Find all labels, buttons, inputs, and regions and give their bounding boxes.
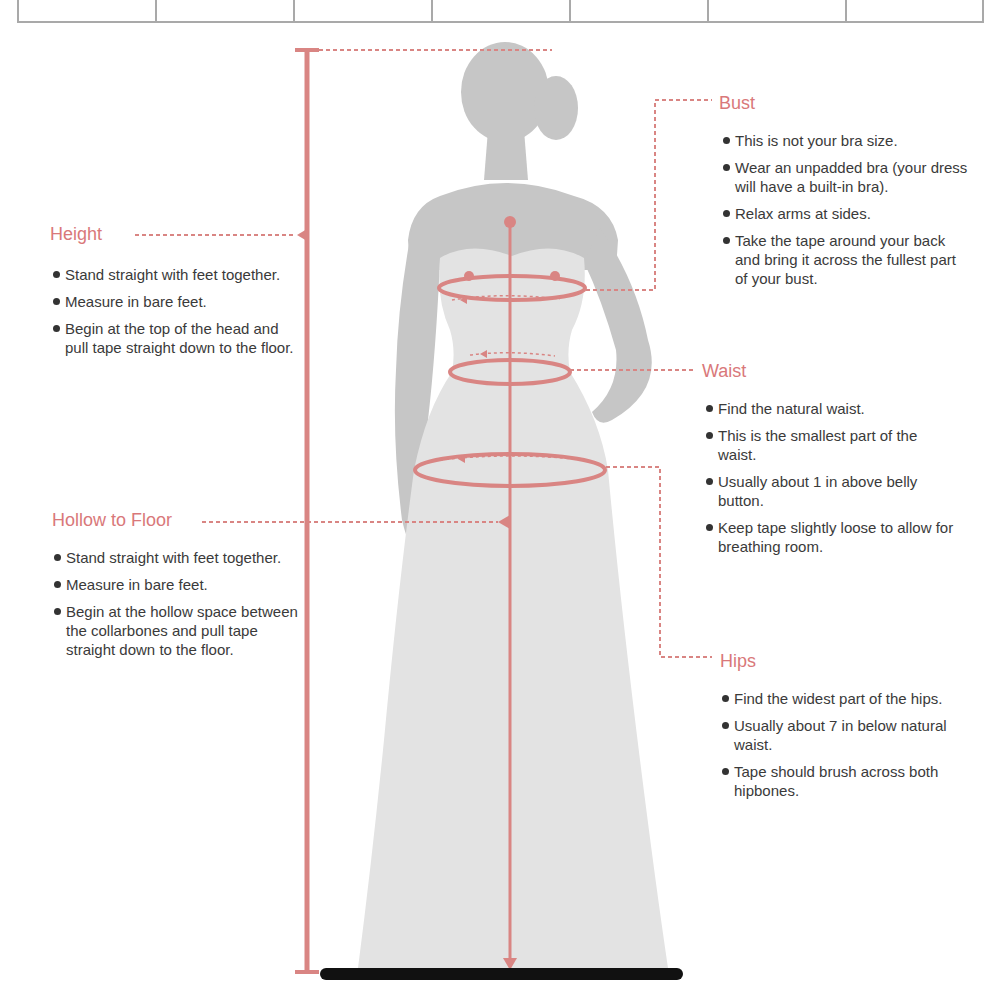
bullet-dot bbox=[722, 722, 729, 729]
instruction-text: Keep tape slightly loose to allow for br… bbox=[718, 518, 958, 556]
bullet-dot bbox=[53, 271, 60, 278]
bullet-dot bbox=[53, 298, 60, 305]
instruction-text: Tape should brush across both hipbones. bbox=[734, 762, 972, 800]
section-heading: Hips bbox=[720, 650, 756, 672]
bullet-dot bbox=[723, 210, 730, 217]
instruction-text: Take the tape around your back and bring… bbox=[735, 231, 970, 288]
measure-marks bbox=[297, 216, 560, 970]
instruction-text: Begin at the top of the head and pull ta… bbox=[65, 319, 303, 357]
floor-bar bbox=[320, 968, 683, 980]
section-heading: Height bbox=[50, 223, 102, 245]
header-table bbox=[18, 0, 983, 22]
section-heading: Waist bbox=[702, 360, 746, 382]
instruction-text: Begin at the hollow space between the co… bbox=[66, 602, 308, 659]
measure-lines bbox=[135, 50, 712, 972]
bullet-dot bbox=[706, 405, 713, 412]
bullet-dot bbox=[54, 608, 61, 615]
silhouette bbox=[358, 42, 668, 968]
instruction-text: Stand straight with feet together. bbox=[66, 548, 308, 567]
bullet-dot bbox=[54, 581, 61, 588]
section-heading: Bust bbox=[719, 92, 755, 114]
bullet-dot bbox=[54, 554, 61, 561]
bullet-dot bbox=[706, 524, 713, 531]
instruction-text: Relax arms at sides. bbox=[735, 204, 970, 223]
bullet-dot bbox=[722, 695, 729, 702]
instruction-text: Wear an unpadded bra (your dress will ha… bbox=[735, 158, 970, 196]
instruction-text: This is not your bra size. bbox=[735, 131, 970, 150]
bullet-dot bbox=[53, 325, 60, 332]
section-heading: Hollow to Floor bbox=[52, 509, 172, 531]
instruction-text: Measure in bare feet. bbox=[66, 575, 308, 594]
bullet-dot bbox=[723, 164, 730, 171]
bullet-dot bbox=[723, 237, 730, 244]
instruction-text: Usually about 1 in above belly button. bbox=[718, 472, 958, 510]
instruction-text: Find the widest part of the hips. bbox=[734, 689, 972, 708]
instruction-text: This is the smallest part of the waist. bbox=[718, 426, 958, 464]
bullet-dot bbox=[706, 478, 713, 485]
instruction-text: Find the natural waist. bbox=[718, 399, 958, 418]
bullet-dot bbox=[706, 432, 713, 439]
bullet-dot bbox=[723, 137, 730, 144]
instruction-text: Measure in bare feet. bbox=[65, 292, 303, 311]
instruction-text: Usually about 7 in below natural waist. bbox=[734, 716, 972, 754]
bullet-dot bbox=[722, 768, 729, 775]
instruction-text: Stand straight with feet together. bbox=[65, 265, 303, 284]
